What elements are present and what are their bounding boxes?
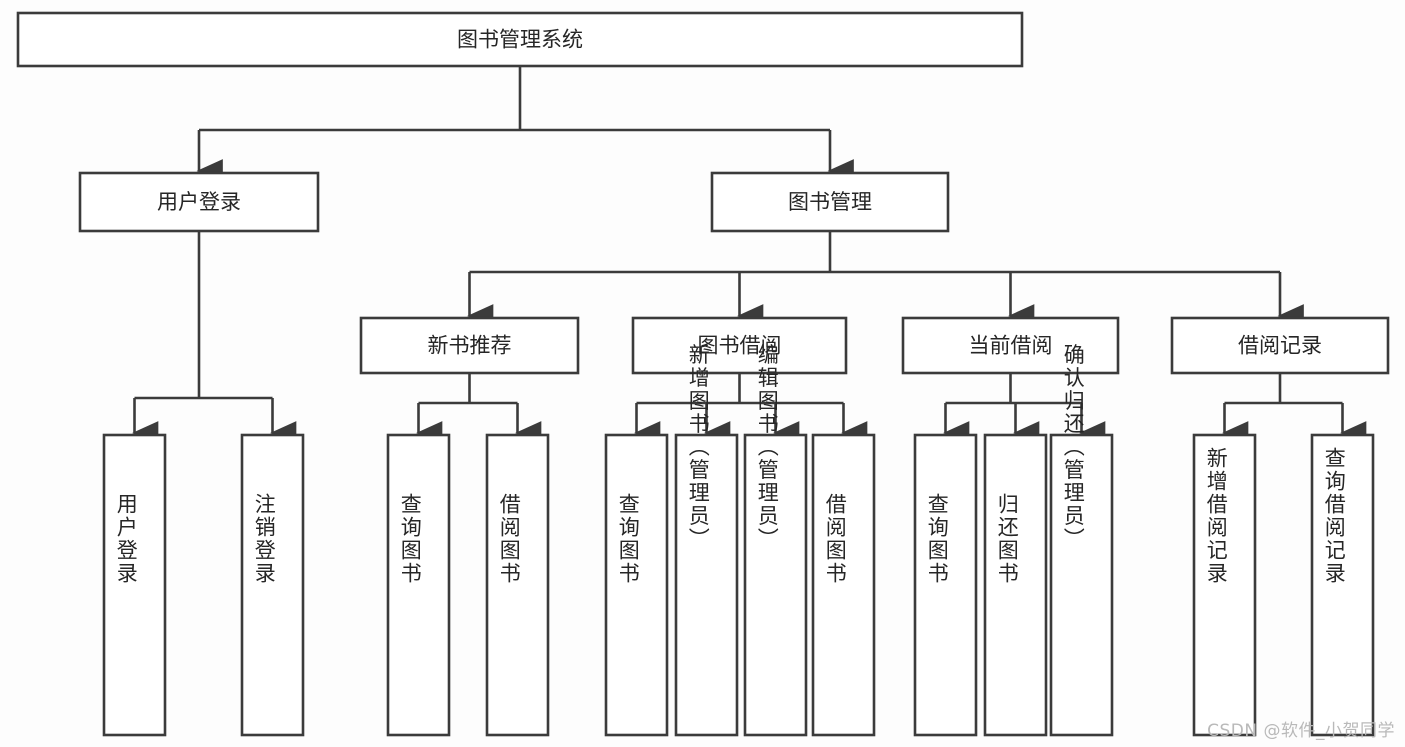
node-level2[interactable]: 用户登录 [78, 171, 320, 233]
node-leaf[interactable]: 确认归还（管理员） [1049, 344, 1114, 737]
node-box [16, 11, 1024, 68]
node-box [983, 433, 1048, 737]
node-leaf[interactable]: 查询图书 [604, 433, 669, 737]
watermark-text: CSDN @软件_小贺同学 [1207, 721, 1395, 741]
node-level3[interactable]: 借阅记录 [1170, 316, 1390, 375]
node-label: 借阅图书 [823, 493, 847, 585]
node-box [78, 171, 320, 233]
node-box [710, 171, 950, 233]
node-label: 新书推荐 [428, 334, 512, 358]
node-label: 图书借阅 [698, 334, 782, 358]
node-label: 查询图书 [616, 493, 640, 585]
node-leaf[interactable]: 注销登录 [240, 433, 305, 737]
node-root[interactable]: 图书管理系统 [16, 11, 1024, 68]
node-leaf[interactable]: 归还图书 [983, 433, 1048, 737]
node-leaf[interactable]: 借阅图书 [811, 433, 876, 737]
node-label: 用户登录 [114, 493, 138, 585]
node-label: 当前借阅 [969, 334, 1053, 358]
node-box [1192, 433, 1257, 737]
node-box [913, 433, 978, 737]
connectors-layer [132, 66, 1367, 445]
node-box [1170, 316, 1390, 375]
node-leaf[interactable]: 查询图书 [386, 433, 451, 737]
node-label: 编辑图书（管理员） [755, 344, 779, 551]
node-label: 图书管理系统 [457, 28, 583, 52]
node-box [674, 433, 739, 737]
node-label: 借阅图书 [497, 493, 521, 585]
node-leaf[interactable]: 查询图书 [913, 433, 978, 737]
node-level3[interactable]: 图书借阅 [631, 316, 848, 375]
node-box [102, 433, 167, 737]
node-leaf[interactable]: 借阅图书 [485, 433, 550, 737]
node-box [1049, 433, 1114, 737]
node-level3[interactable]: 当前借阅 [901, 316, 1120, 375]
node-box [743, 433, 808, 737]
node-box [240, 433, 305, 737]
node-box [811, 433, 876, 737]
node-label: 查询借阅记录 [1322, 447, 1346, 585]
node-label: 新增图书（管理员） [686, 344, 710, 551]
node-label: 图书管理 [788, 190, 872, 214]
node-leaf[interactable]: 用户登录 [102, 433, 167, 737]
node-label: 查询图书 [398, 493, 422, 585]
node-box [604, 433, 669, 737]
node-label: 借阅记录 [1238, 334, 1322, 358]
node-label: 归还图书 [995, 493, 1019, 585]
node-level3[interactable]: 新书推荐 [359, 316, 580, 375]
node-label: 新增借阅记录 [1204, 447, 1228, 585]
node-box [631, 316, 848, 375]
node-box [386, 433, 451, 737]
node-leaf[interactable]: 新增图书（管理员） [674, 344, 739, 737]
node-label: 确认归还（管理员） [1061, 344, 1085, 551]
node-box [359, 316, 580, 375]
nodes-layer: 图书管理系统用户登录图书管理新书推荐图书借阅当前借阅借阅记录用户登录注销登录查询… [16, 11, 1390, 737]
node-label: 查询图书 [925, 493, 949, 585]
node-label: 用户登录 [157, 190, 241, 214]
node-leaf[interactable]: 编辑图书（管理员） [743, 344, 808, 737]
node-box [901, 316, 1120, 375]
node-leaf[interactable]: 查询借阅记录 [1310, 433, 1375, 737]
node-box [485, 433, 550, 737]
node-label: 注销登录 [252, 493, 276, 585]
node-level2[interactable]: 图书管理 [710, 171, 950, 233]
node-box [1310, 433, 1375, 737]
node-leaf[interactable]: 新增借阅记录 [1192, 433, 1257, 737]
